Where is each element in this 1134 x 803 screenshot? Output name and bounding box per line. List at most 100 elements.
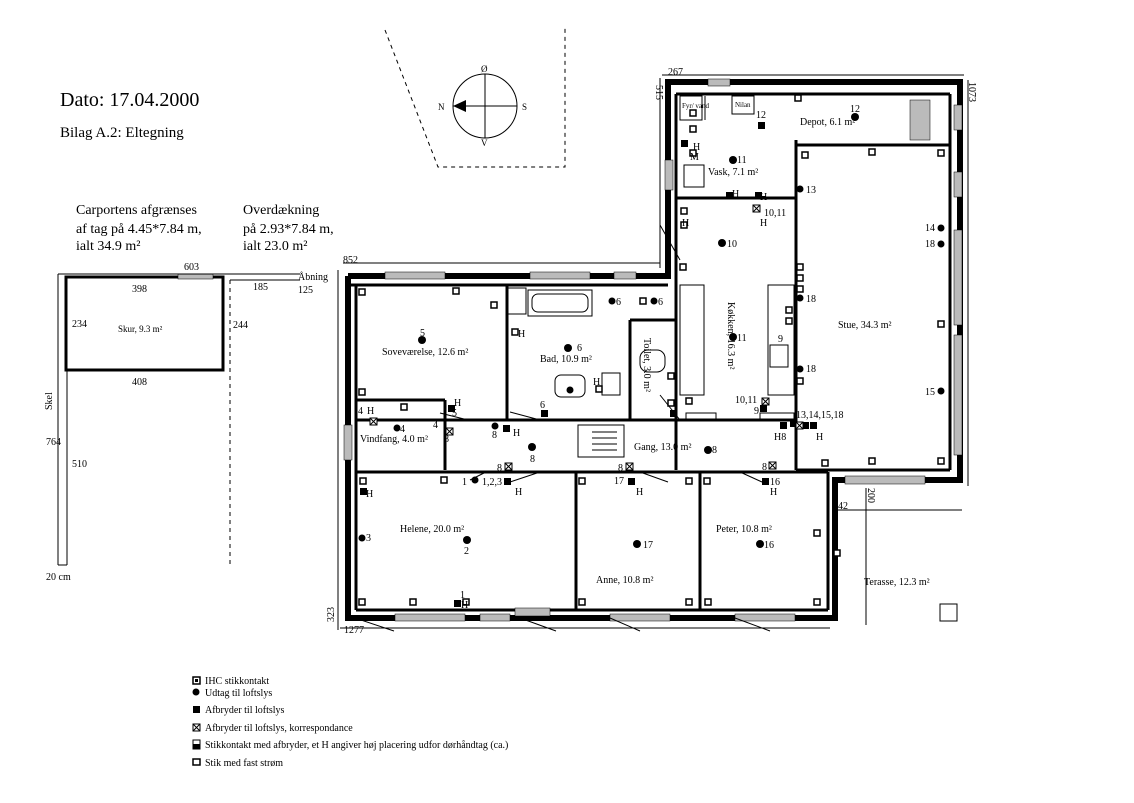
svg-text:12: 12: [756, 110, 766, 121]
svg-text:4: 4: [358, 406, 363, 417]
dim-515: 515: [653, 85, 664, 100]
property-boundary-dashed: [384, 25, 566, 168]
dim-200: 200: [865, 488, 876, 503]
svg-text:16: 16: [770, 477, 780, 488]
svg-text:12: 12: [850, 104, 860, 115]
fixtures: Fyr/ vand Nilan: [507, 95, 958, 622]
svg-text:Stikkontakt med afbryder, et H: Stikkontakt med afbryder, et H angiver h…: [205, 740, 508, 751]
compass-rose: N S V Ø: [438, 64, 527, 148]
dim-398: 398: [132, 284, 147, 295]
legend-item-fixed-power: Stik med fast strøm: [192, 758, 283, 769]
dim-764: 764: [46, 437, 61, 448]
dim-244: 244: [233, 320, 248, 331]
skur-building: [57, 273, 300, 566]
svg-text:10: 10: [727, 239, 737, 250]
svg-text:10,11: 10,11: [764, 208, 786, 219]
windows: [343, 78, 963, 622]
svg-text:18: 18: [925, 239, 935, 250]
svg-text:H: H: [515, 487, 522, 498]
dim-1073: 1073: [966, 82, 977, 102]
legend-item-ihc: IHC stikkontakt: [192, 676, 269, 687]
dim-1277: 1277: [344, 625, 364, 636]
svg-text:10,11: 10,11: [735, 395, 757, 406]
dim-abning: Åbning: [298, 271, 328, 283]
svg-text:H: H: [636, 487, 643, 498]
room-helene: Helene, 20.0 m²: [400, 524, 464, 535]
outer-wall: [345, 79, 963, 621]
svg-text:IHC stikkontakt: IHC stikkontakt: [205, 676, 269, 687]
room-skur: Skur, 9.3 m²: [118, 324, 163, 334]
compass-north: N: [438, 102, 445, 112]
svg-text:18: 18: [806, 364, 816, 375]
svg-text:5: 5: [420, 328, 425, 339]
svg-text:H: H: [816, 432, 823, 443]
svg-text:H: H: [760, 218, 767, 229]
plan-date: Dato: 17.04.2000: [60, 89, 199, 111]
carport-line-1: Carportens afgrænses: [76, 203, 197, 218]
interior-walls: [348, 92, 952, 612]
svg-text:4: 4: [433, 420, 438, 431]
switches: [360, 122, 817, 607]
legend-item-outlet-switch: Stikkontakt med afbryder, et H angiver h…: [192, 739, 508, 751]
svg-text:14: 14: [925, 223, 935, 234]
outlets: [358, 94, 945, 606]
svg-text:8: 8: [444, 434, 449, 445]
ceiling-outlets: [358, 113, 945, 548]
svg-text:8: 8: [618, 463, 623, 474]
svg-text:8: 8: [712, 445, 717, 456]
svg-text:H: H: [760, 192, 767, 203]
legend: IHC stikkontakt Udtag til loftslys Afbry…: [192, 676, 508, 769]
compass-east: Ø: [481, 64, 488, 74]
svg-text:15: 15: [925, 387, 935, 398]
svg-text:M: M: [690, 152, 699, 163]
overdaekning-line-1: Overdækning: [243, 203, 319, 218]
svg-text:1: 1: [462, 477, 467, 488]
svg-text:H: H: [693, 142, 700, 153]
dim-603: 603: [184, 262, 199, 273]
room-gang: Gang, 13.0 m²: [634, 442, 691, 453]
svg-text:2: 2: [464, 546, 469, 557]
svg-text:H: H: [367, 406, 374, 417]
svg-text:1,2,3: 1,2,3: [482, 477, 502, 488]
svg-text:6: 6: [616, 297, 621, 308]
svg-text:H: H: [454, 398, 461, 409]
room-bad: Bad, 10.9 m²: [540, 354, 592, 365]
svg-text:9: 9: [778, 334, 783, 345]
room-stue: Stue, 34.3 m²: [838, 320, 892, 331]
compass-south: S: [522, 102, 527, 112]
svg-text:4: 4: [400, 424, 405, 435]
dim-125: 125: [298, 285, 313, 296]
svg-text:11: 11: [737, 155, 747, 166]
plan-subtitle: Bilag A.2: Eltegning: [60, 125, 184, 141]
svg-text:H: H: [593, 377, 600, 388]
svg-text:13: 13: [806, 185, 816, 196]
svg-text:Stik med fast strøm: Stik med fast strøm: [205, 758, 283, 769]
room-vindfang: Vindfang, 4.0 m²: [360, 434, 428, 445]
svg-text:9: 9: [754, 406, 759, 417]
svg-text:6: 6: [658, 297, 663, 308]
carport-line-3: ialt 34.9 m²: [76, 239, 140, 254]
svg-text:1: 1: [460, 590, 465, 601]
svg-text:8: 8: [530, 454, 535, 465]
svg-text:13,14,15,18: 13,14,15,18: [796, 410, 844, 421]
svg-text:6: 6: [540, 400, 545, 411]
dim-510: 510: [72, 459, 87, 470]
svg-text:11: 11: [737, 333, 747, 344]
compass-west: V: [481, 138, 488, 148]
room-vask: Vask, 7.1 m²: [708, 167, 758, 178]
svg-text:Afbryder til loftslys, korresp: Afbryder til loftslys, korrespondance: [205, 723, 353, 734]
room-terasse: Terasse, 12.3 m²: [864, 577, 930, 588]
svg-text:5: 5: [452, 408, 457, 419]
dim-185: 185: [253, 282, 268, 293]
dim-408: 408: [132, 377, 147, 388]
svg-text:6: 6: [577, 343, 582, 354]
svg-text:8: 8: [497, 463, 502, 474]
circuit-labels: 5 6 6 6 6 11 11 10 12 12 13 14 18 15 18 …: [358, 104, 935, 611]
svg-text:8: 8: [762, 462, 767, 473]
svg-text:H: H: [366, 489, 373, 500]
overdaekning-line-2: på 2.93*7.84 m,: [243, 222, 334, 237]
svg-text:8: 8: [492, 430, 497, 441]
svg-text:3: 3: [366, 533, 371, 544]
svg-text:H: H: [461, 600, 468, 611]
